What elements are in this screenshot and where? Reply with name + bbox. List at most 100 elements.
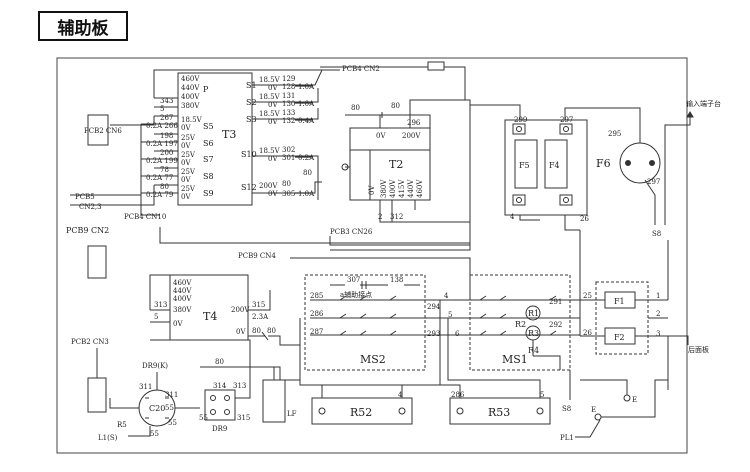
t2-tap-415: 415V bbox=[398, 179, 406, 198]
t4-wire-5: 5 bbox=[154, 313, 158, 321]
c20-wire-55b: 55 bbox=[165, 404, 174, 412]
e2-label: E bbox=[591, 406, 596, 414]
r53-wire-286: 286 bbox=[451, 391, 465, 399]
t3-wire-198: 198 bbox=[160, 132, 173, 140]
t3-g-s8: 0V bbox=[181, 176, 191, 184]
input-terminal-label: 输入端子台 bbox=[686, 99, 721, 108]
t4-fuse: 2.3A bbox=[252, 313, 269, 321]
t3-g-s3: 0V bbox=[268, 118, 278, 126]
t3-v-s6: 25V bbox=[181, 134, 196, 142]
t2-top-200v: 200V bbox=[402, 132, 421, 140]
t3-v-s9: 25V bbox=[181, 185, 196, 193]
transformer-t3: T3 P 460V 440V 400V 380V 343 5 267 0.2A … bbox=[70, 69, 340, 216]
t3-s10: S10 bbox=[241, 150, 257, 159]
t3-fuse-s1: 1.0A bbox=[298, 83, 315, 91]
t4-wire-80b: 80 bbox=[267, 327, 276, 335]
t4-400: 400V bbox=[173, 295, 192, 303]
dr9-wire-55: 55 bbox=[199, 414, 208, 422]
e-terminal-2 bbox=[594, 413, 602, 421]
t3-g-s5: 0V bbox=[181, 124, 191, 132]
fuse-block-f5-f4: F5 F4 299 297 bbox=[470, 104, 641, 231]
wire-292: 292 bbox=[549, 321, 562, 329]
t3-s12: S12 bbox=[241, 183, 257, 192]
wire-26-label: 26 bbox=[580, 215, 589, 223]
fuse-block-f1-f2: F1 F2 25 26 1 2 3 bbox=[579, 230, 669, 390]
c20-wire-55c: 55 bbox=[150, 430, 159, 438]
r53-label: R53 bbox=[488, 406, 510, 419]
pcb9-cn2-label: PCB9 CN2 bbox=[66, 226, 109, 235]
t2-tap-380: 380V bbox=[380, 179, 388, 198]
t3-wire-132: 132 bbox=[282, 117, 295, 125]
t3-g-s10: 0V bbox=[268, 155, 278, 163]
board-outline bbox=[56, 57, 688, 454]
t3-primary-440: 440V bbox=[181, 84, 200, 92]
pl1-label: PL1 bbox=[560, 434, 574, 442]
pcb2-cn6-label: PCB2 CN6 bbox=[84, 127, 122, 135]
t4-380: 380V bbox=[173, 306, 192, 314]
ms1-r4: R4 bbox=[528, 346, 539, 355]
diode-bridge-dr9: DR9 314 313 55 315 bbox=[199, 382, 250, 433]
t3-v-s1: 18.5V bbox=[259, 76, 281, 84]
r5-label: R5 bbox=[117, 421, 127, 429]
t3-g-s6: 0V bbox=[181, 142, 191, 150]
t3-wire-78: 78 bbox=[160, 166, 169, 174]
wire-297-label: 297 bbox=[560, 116, 573, 124]
wire-286: 286 bbox=[310, 310, 324, 318]
t3-fuse-s10: 0.2A bbox=[298, 154, 315, 162]
t3-wire-79: 0.2A 79 bbox=[146, 191, 173, 199]
c20-wire-311a: 311 bbox=[139, 383, 152, 391]
t3-v-s7: 25V bbox=[181, 151, 196, 159]
transformer-t2: T2 0V 380V 400V 415V 440V 460V 0V 200V 8… bbox=[330, 99, 471, 251]
t4-440: 440V bbox=[173, 287, 192, 295]
t2-tap-400: 400V bbox=[389, 179, 397, 198]
wire-299-label: 299 bbox=[514, 116, 527, 124]
t3-primary-460: 460V bbox=[181, 75, 200, 83]
r52-label: R52 bbox=[350, 406, 372, 419]
t3-wire-267: 267 bbox=[160, 114, 173, 122]
t2-wire-80b: 80 bbox=[391, 102, 400, 110]
t4-out-0v: 0V bbox=[236, 328, 246, 336]
t3-v-s12: 200V bbox=[259, 182, 278, 190]
t3-label: T3 bbox=[222, 128, 236, 141]
t3-fuse-s12: 1.0A bbox=[298, 190, 315, 198]
fuse-f6-circle bbox=[619, 135, 661, 225]
t3-wire-266: 0.2A 266 bbox=[146, 122, 178, 130]
t3-v-s3: 18.5V bbox=[259, 110, 281, 118]
dr9k-label: DR9(K) bbox=[142, 362, 168, 370]
r53-wire-5: 5 bbox=[540, 391, 544, 399]
wire-297b-label: 297 bbox=[647, 178, 660, 186]
wire-6: 6 bbox=[455, 330, 460, 338]
wire-295-label: 295 bbox=[608, 130, 621, 138]
small-box-left bbox=[87, 245, 107, 279]
wire-4b: 4 bbox=[444, 292, 449, 300]
lf-box bbox=[262, 379, 286, 423]
t3-wire-305: 305 bbox=[282, 190, 295, 198]
ms1-r2: R2 bbox=[515, 320, 526, 329]
f-pin-2: 2 bbox=[656, 310, 660, 318]
t4-wire-315: 315 bbox=[252, 301, 265, 309]
t3-wire-343: 343 bbox=[160, 97, 173, 105]
transformer-t4: T4 460V 440V 400V 380V 0V 313 5 200V 0V … bbox=[149, 274, 300, 381]
pcb2-cn3-box bbox=[87, 377, 107, 413]
wire-5: 5 bbox=[448, 311, 452, 319]
contactor-ms1: MS1 R1 R2 R3 R4 bbox=[440, 274, 580, 371]
t3-v-s10: 18.5V bbox=[259, 147, 281, 155]
t3-s3: S3 bbox=[246, 115, 257, 124]
fuse-f4-label: F4 bbox=[549, 161, 560, 170]
t3-wire-301: 301 bbox=[282, 154, 295, 162]
wire-293: 293 bbox=[427, 330, 440, 338]
t3-wire-200: 200 bbox=[160, 149, 173, 157]
e-terminal-1 bbox=[623, 394, 631, 402]
t3-wire-128: 128 bbox=[282, 83, 295, 91]
t3-s8: S8 bbox=[203, 172, 214, 181]
contactor-ms2: MS2 307 138 a辅助接点 bbox=[304, 274, 440, 371]
ms1-label: MS1 bbox=[502, 353, 528, 366]
e1-label: E bbox=[632, 396, 637, 404]
cn23-label: CN2,3 bbox=[79, 203, 102, 211]
t3-s2: S2 bbox=[246, 98, 257, 107]
pcb5-label: PCB5 bbox=[75, 193, 95, 201]
t2-tap-440: 440V bbox=[407, 179, 415, 198]
wire-294: 294 bbox=[427, 303, 441, 311]
f-pin-1: 1 bbox=[656, 292, 660, 300]
t2-tap-0v: 0V bbox=[368, 185, 376, 195]
